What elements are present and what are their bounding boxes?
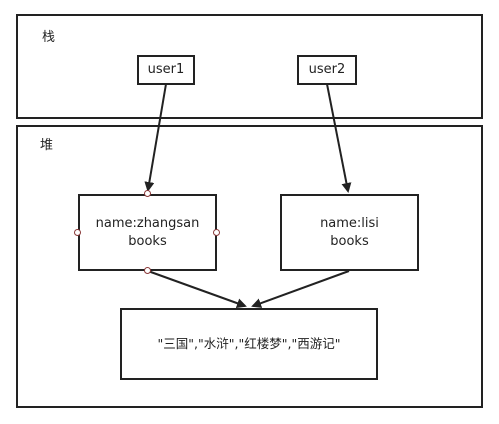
arrow-user1-to-zhangsan	[144, 83, 167, 192]
books-array-node: "三国","水浒","红楼梦","西游记"	[120, 308, 378, 380]
arrow-user2-to-lisi	[326, 83, 352, 193]
zhangsan-name-field: name:zhangsan	[95, 215, 200, 231]
user1-label: user1	[147, 62, 185, 77]
arrow-zhangsan-to-array	[147, 270, 247, 308]
arrow-lisi-to-array	[251, 270, 350, 308]
lisi-books-field: books	[330, 233, 369, 249]
zhangsan-object-node: name:zhangsan books	[78, 194, 217, 271]
books-array-label: "三国","水浒","红楼梦","西游记"	[157, 336, 341, 351]
lisi-name-field: name:lisi	[320, 215, 379, 231]
stack-region-label: 栈	[42, 30, 56, 45]
zhangsan-port-left	[74, 229, 81, 236]
heap-region-label: 堆	[40, 138, 54, 153]
user2-node: user2	[297, 55, 357, 85]
user2-label: user2	[308, 62, 346, 77]
zhangsan-port-right	[213, 229, 220, 236]
user1-node: user1	[137, 55, 195, 85]
zhangsan-books-field: books	[128, 233, 167, 249]
zhangsan-port-top	[144, 190, 151, 197]
stack-region	[16, 14, 483, 119]
lisi-object-node: name:lisi books	[280, 194, 419, 271]
zhangsan-port-bottom	[144, 267, 151, 274]
